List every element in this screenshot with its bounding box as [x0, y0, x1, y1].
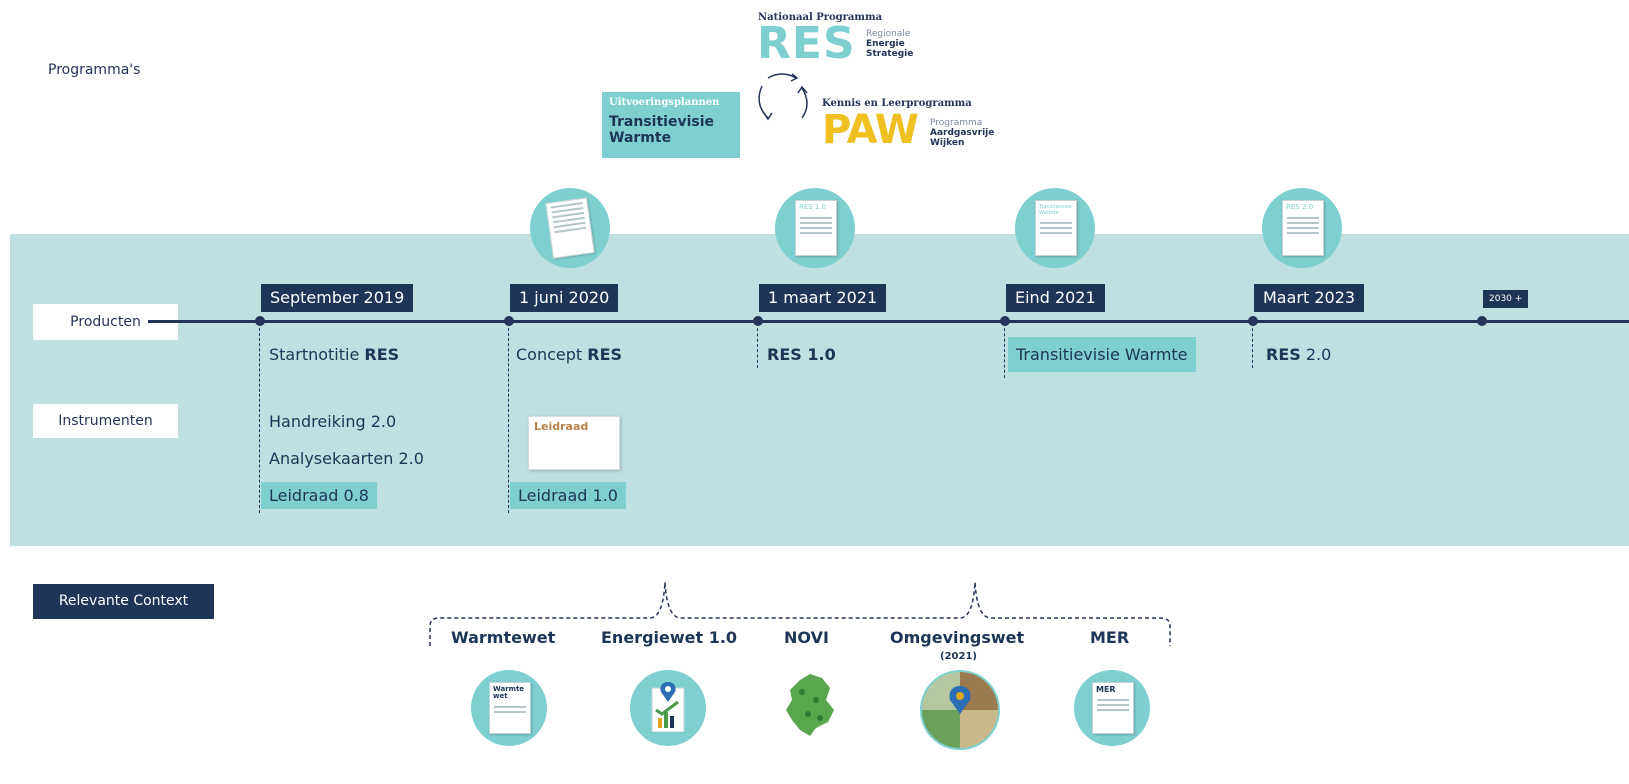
- product-startnotitie-text: Startnotitie: [269, 345, 365, 364]
- milestone-date-sep-2019: September 2019: [261, 284, 414, 312]
- product-res1-bold: RES: [767, 345, 802, 364]
- paw-logo-subtitle: Programma Aardgasvrije Wijken: [930, 118, 994, 148]
- milestone-connector: [508, 323, 509, 513]
- product-concept-res: Concept RES: [516, 345, 622, 364]
- res-logo-line-1: Regionale: [866, 29, 911, 39]
- product-res1-text: 1.0: [801, 345, 836, 364]
- tvw-doc-icon: Transitievisie Warmte: [1035, 200, 1077, 256]
- res1-doc-title: RES 1.0: [799, 203, 827, 211]
- context-omgevingswet: Omgevingswet: [890, 628, 1025, 647]
- paw-logo-line-1: Programma: [930, 118, 983, 128]
- milestone-dot: [255, 316, 265, 326]
- instrument-analysekaarten: Analysekaarten 2.0: [269, 449, 424, 468]
- paw-logo-acronym: PAW: [822, 107, 919, 153]
- context-novi: NOVI: [784, 628, 829, 647]
- row-label-instrumenten: Instrumenten: [33, 404, 178, 438]
- product-transitievisie-warmte: Transitievisie Warmte: [1008, 337, 1196, 372]
- milestone-connector: [1004, 323, 1005, 378]
- res-logo-acronym: RES: [757, 18, 856, 69]
- res-logo-subtitle: Regionale Energie Strategie: [866, 29, 913, 59]
- product-res2-bold: RES: [1266, 345, 1301, 364]
- milestone-dot: [1477, 316, 1487, 326]
- product-startnotitie-bold: RES: [364, 345, 400, 364]
- instrument-leidraad-0-8: Leidraad 0.8: [261, 482, 377, 509]
- warmtewet-doc-title: Warmte wet: [493, 685, 525, 700]
- context-omgevingswet-year: (2021): [940, 651, 977, 662]
- concept-doc-icon: [545, 197, 595, 259]
- leidraad-card-title: Leidraad: [534, 420, 589, 433]
- context-warmtewet: Warmtewet: [451, 628, 556, 647]
- leidraad-card: [528, 416, 620, 470]
- tvw-logo-header: Uitvoeringsplannen: [609, 97, 720, 108]
- cycle-arrows-icon: [758, 73, 808, 121]
- res2-doc-icon: RES 2.0: [1282, 200, 1324, 256]
- omgevingswet-pie-icon: [920, 670, 1000, 750]
- res-logo-header: Nationaal Programma: [758, 12, 883, 23]
- context-mer: MER: [1090, 628, 1130, 647]
- milestone-connector: [757, 323, 758, 368]
- energy-chart-icon: [651, 682, 685, 732]
- netherlands-map-icon: [786, 674, 834, 736]
- tvw-logo-title: Transitievisie Warmte: [609, 114, 714, 146]
- product-res-2: RES 2.0: [1266, 345, 1331, 364]
- milestone-dot: [504, 316, 514, 326]
- programmas-label: Programma's: [48, 62, 141, 78]
- res-logo-line-3: Strategie: [866, 49, 914, 59]
- milestone-date-mar-2021: 1 maart 2021: [759, 284, 887, 312]
- milestone-dot: [753, 316, 763, 326]
- res-logo-line-2: Energie: [866, 39, 905, 49]
- warmtewet-doc-icon: Warmte wet: [489, 682, 531, 734]
- timeline-band: [10, 234, 1629, 546]
- tvw-logo-title-line-1: Transitievisie: [609, 114, 714, 130]
- milestone-dot: [1000, 316, 1010, 326]
- mer-doc-title: MER: [1096, 685, 1116, 694]
- product-concept-text: Concept: [516, 345, 588, 364]
- milestone-dot: [1248, 316, 1258, 326]
- milestone-date-mar-2023: Maart 2023: [1254, 284, 1365, 312]
- instrument-handreiking: Handreiking 2.0: [269, 412, 397, 431]
- milestone-date-2030: 2030 +: [1483, 290, 1529, 308]
- relevante-context-label: Relevante Context: [33, 584, 214, 619]
- milestone-date-eind-2021: Eind 2021: [1006, 284, 1105, 312]
- tvw-doc-title: Transitievisie Warmte: [1039, 204, 1072, 216]
- tvw-logo-box: [602, 92, 740, 158]
- tvw-logo-title-line-2: Warmte: [609, 130, 672, 146]
- instrument-leidraad-1-0: Leidraad 1.0: [510, 482, 626, 509]
- product-startnotitie: Startnotitie RES: [269, 345, 399, 364]
- product-concept-bold: RES: [587, 345, 623, 364]
- milestone-connector: [1252, 323, 1253, 368]
- context-brace: [429, 581, 1171, 646]
- paw-logo-line-2: Aardgasvrije: [930, 128, 995, 138]
- res1-doc-icon: RES 1.0: [795, 200, 837, 256]
- context-energiewet: Energiewet 1.0: [601, 628, 738, 647]
- mer-doc-icon: MER: [1092, 682, 1134, 734]
- res2-doc-title: RES 2.0: [1286, 203, 1314, 211]
- product-res2-text: 2.0: [1300, 345, 1332, 364]
- milestone-connector: [259, 323, 260, 513]
- milestone-date-jun-2020: 1 juni 2020: [510, 284, 619, 312]
- product-res-1: RES 1.0: [767, 345, 836, 364]
- paw-logo-line-3: Wijken: [930, 138, 965, 148]
- timeline-axis: [148, 320, 1629, 323]
- paw-logo-header: Kennis en Leerprogramma: [822, 98, 972, 109]
